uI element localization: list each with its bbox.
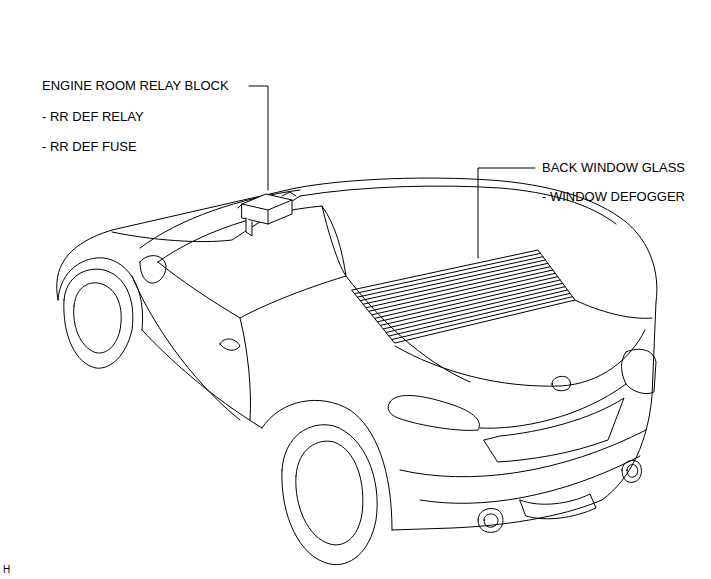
exhaust-left (478, 508, 503, 532)
rear-lamp-left (388, 395, 479, 430)
diffuser (520, 494, 596, 519)
door-handle (220, 339, 240, 350)
emblem (552, 376, 571, 390)
rear-wheel-arch (262, 400, 392, 530)
rear-window-frame (352, 250, 575, 343)
heater-wire (355, 253, 541, 293)
component-name: - RR DEF RELAY (42, 109, 144, 125)
rear-lamp-right (622, 349, 657, 393)
car-body (57, 178, 657, 565)
heater-wire (358, 257, 543, 297)
heater-wire (372, 273, 555, 314)
leader-lines (249, 86, 535, 258)
heater-wire (381, 283, 563, 325)
part-name: BACK WINDOW GLASS (542, 160, 685, 176)
heater-wire (389, 293, 570, 336)
heater-wire (366, 267, 550, 308)
body-outline (57, 178, 657, 530)
side-sill (142, 330, 262, 428)
rear-wheel-inner (296, 441, 363, 545)
side-mirror (140, 256, 166, 283)
heater-wire (378, 280, 560, 322)
rear-wheel (282, 425, 377, 565)
component-name: - RR DEF FUSE (42, 139, 137, 155)
part-name: ENGINE ROOM RELAY BLOCK (42, 78, 229, 94)
front-wheel-arch (58, 258, 143, 330)
heater-wire (375, 277, 558, 319)
heater-wire (384, 287, 566, 329)
front-wheel (64, 269, 133, 368)
defogger-grid (355, 253, 573, 339)
component-name: - WINDOW DEFOGGER (542, 189, 685, 205)
leader-line (478, 168, 535, 258)
heater-wire (386, 290, 567, 332)
front-wheel-inner (74, 283, 122, 353)
door-line (132, 276, 251, 420)
relay-block-bracket (238, 192, 296, 236)
heater-wire (363, 263, 547, 304)
rear-bumper (400, 430, 646, 503)
relay-block-symbol (238, 192, 296, 236)
heater-wire (392, 297, 572, 340)
exhaust-right (622, 460, 641, 482)
relay-block-body (242, 194, 292, 224)
trunk-panel (480, 384, 626, 462)
figure-code: H (3, 564, 10, 576)
leader-line (249, 86, 268, 190)
a-pillar (140, 190, 300, 248)
heater-wire (369, 270, 553, 311)
heater-wire (361, 260, 546, 301)
